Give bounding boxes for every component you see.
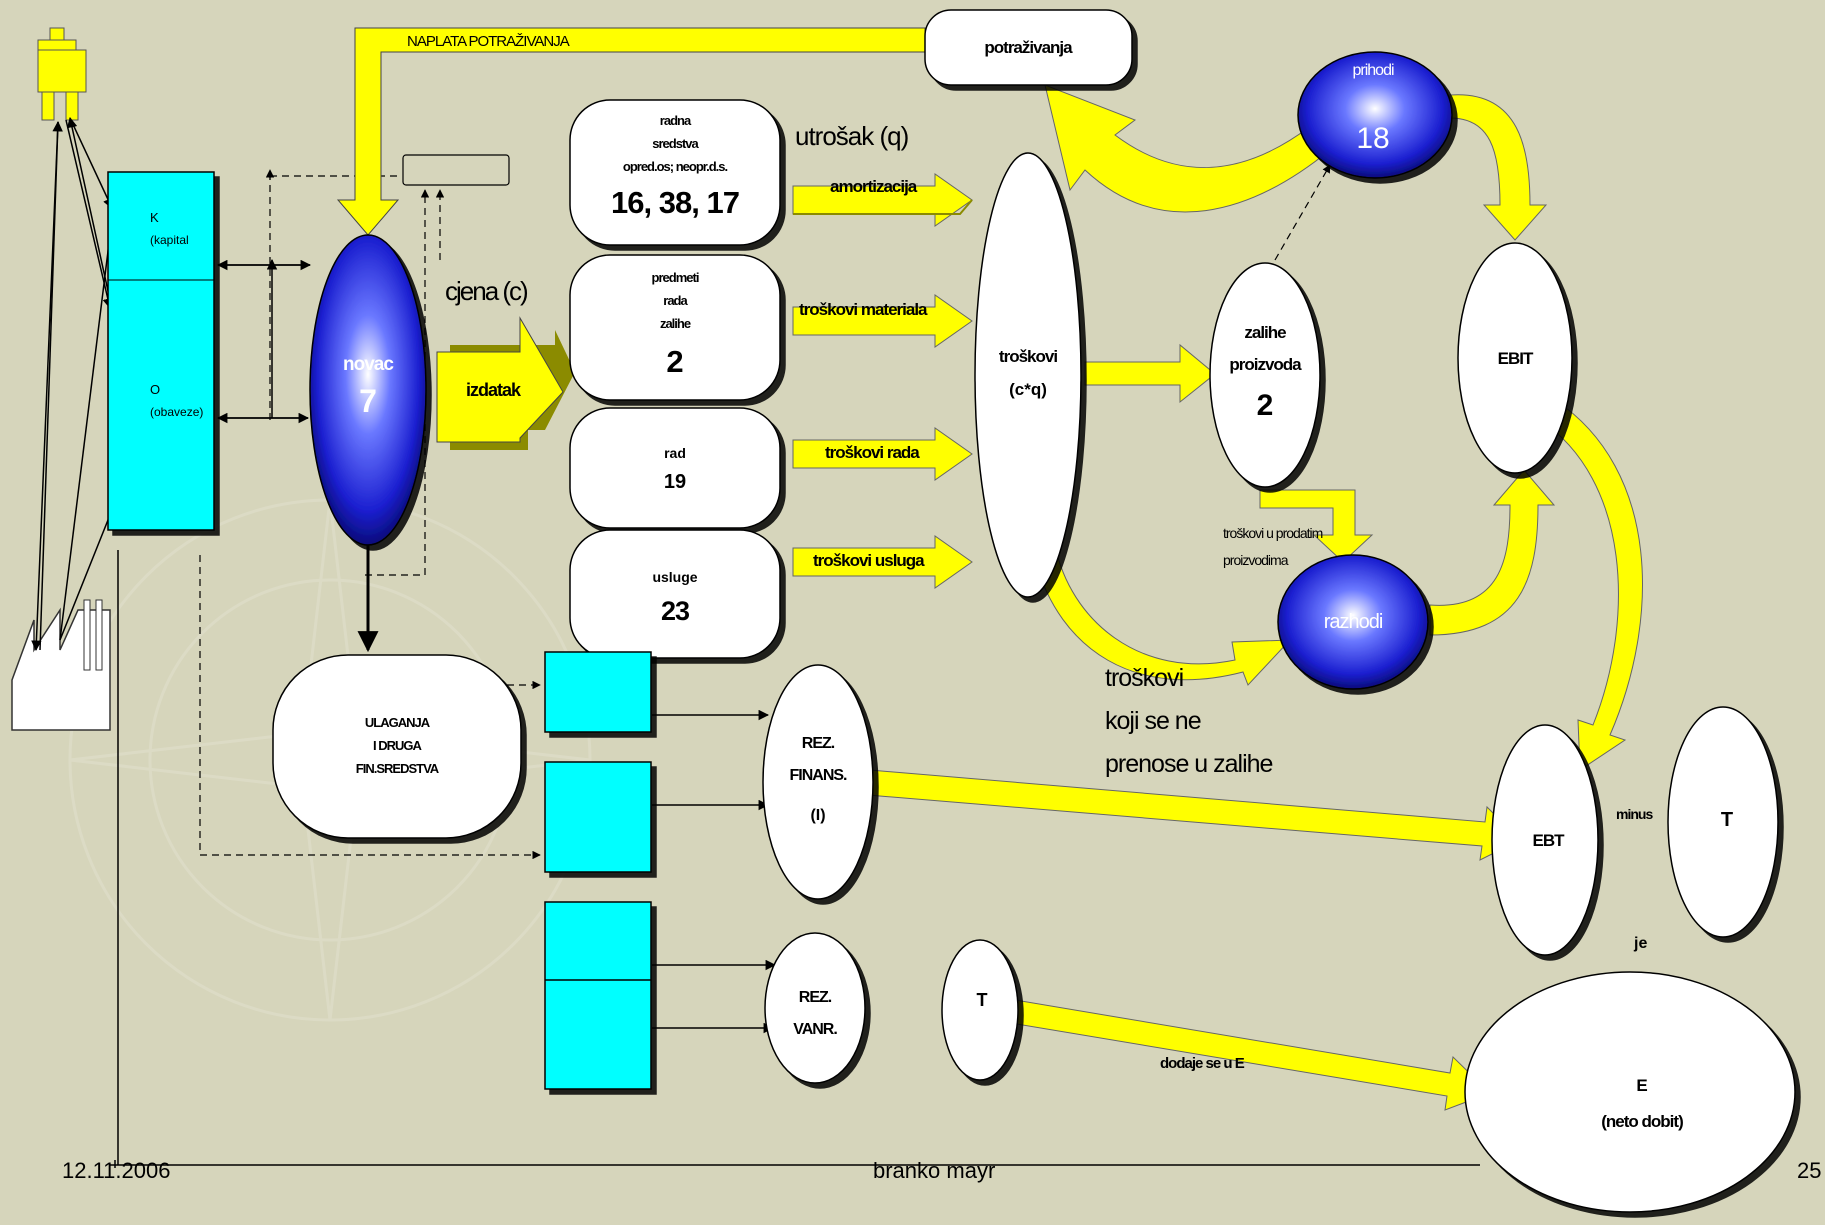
factory-icon: [11, 599, 111, 731]
svg-text:(neto dobit): (neto dobit): [1601, 1112, 1683, 1131]
prihodi-potrazivanja-arrow: [1044, 84, 1331, 213]
ulaganja-box: ULAGANJA I DRUGA FIN.SREDSTVA: [272, 654, 522, 839]
svg-text:REZ.: REZ.: [799, 989, 832, 1006]
troskovi-razhodi-arrow: [1034, 544, 1292, 686]
svg-text:zalihe: zalihe: [660, 316, 691, 331]
svg-text:E: E: [1636, 1076, 1647, 1095]
materiala-label: troškovi materiala: [799, 300, 928, 319]
ebit-ellipse: EBIT: [1457, 242, 1573, 474]
cyan-to-rez-links: [652, 709, 777, 1034]
naplata-arrow: NAPLATA POTRAŽIVANJA: [336, 27, 926, 236]
svg-text:FINANS.: FINANS.: [790, 767, 848, 784]
novac-value: 7: [359, 383, 377, 419]
e-ellipse: E (neto dobit): [1464, 971, 1796, 1213]
svg-text:T: T: [977, 990, 988, 1010]
minus-label: minus: [1616, 806, 1653, 822]
t-small-ellipse: T: [941, 939, 1019, 1081]
potrazivanja-box: potraživanja: [924, 9, 1133, 86]
razhodi-ebit-arrow: [1429, 469, 1556, 636]
footer-author: branko mayr: [873, 1158, 995, 1183]
svg-text:proizvoda: proizvoda: [1229, 355, 1302, 374]
svg-text:T: T: [1721, 809, 1733, 831]
nezalihe-line3: prenose u zalihe: [1105, 750, 1273, 778]
ebit-ebt-arrow: [1539, 399, 1643, 771]
cyan-boxes: [544, 651, 652, 1090]
svg-text:VANR.: VANR.: [793, 1021, 837, 1038]
potrazivanja-label: potraživanja: [984, 38, 1073, 57]
balance-box: K (kapital O (obaveze): [107, 171, 215, 531]
razhodi-ellipse: razhodi: [1277, 554, 1429, 690]
prihodi-value: 18: [1356, 122, 1389, 155]
zalihe-razhodi-arrow: [1259, 489, 1374, 563]
rez-vanr-ellipse: REZ. VANR.: [764, 932, 866, 1084]
novac-label: novac: [343, 354, 394, 375]
balance-novac-links: [216, 258, 312, 424]
rad-value: 19: [664, 471, 686, 493]
novac-ellipse: novac 7: [309, 234, 427, 546]
amortizacija-label: amortizacija: [830, 177, 918, 196]
zalihe-ellipse: zalihe proizvoda 2: [1209, 262, 1321, 488]
small-empty-box: [402, 154, 510, 186]
rez-finans-ellipse: REZ. FINANS. (I): [762, 664, 874, 900]
izdatak-arrow: izdatak: [436, 316, 575, 450]
resource-box-rad: rad 19: [569, 407, 781, 529]
ebt-ellipse: EBT: [1491, 724, 1599, 956]
je-label: je: [1633, 935, 1647, 952]
resource-box-predmeti: predmeti rada zalihe 2: [569, 254, 781, 401]
svg-text:razhodi: razhodi: [1324, 611, 1383, 633]
svg-text:zalihe: zalihe: [1244, 323, 1286, 342]
dodaje-label: dodaje se u E: [1160, 1055, 1245, 1072]
svg-text:EBIT: EBIT: [1498, 349, 1534, 368]
svg-text:FIN.SREDSTVA: FIN.SREDSTVA: [356, 761, 440, 776]
resource-box-usluge: usluge 23: [569, 529, 781, 659]
svg-text:(c*q): (c*q): [1009, 380, 1047, 399]
rada-label: troškovi rada: [825, 443, 920, 462]
predmeti-value: 2: [666, 344, 683, 379]
svg-text:(I): (I): [810, 807, 825, 824]
obaveze-o: O: [150, 382, 160, 397]
resource-box-radna: radna sredstva opred.os; neopr.d.s. 16, …: [569, 99, 781, 246]
svg-text:I DRUGA: I DRUGA: [373, 738, 423, 753]
prihodi-label: prihodi: [1352, 62, 1393, 79]
svg-text:REZ.: REZ.: [802, 735, 835, 752]
svg-text:predmeti: predmeti: [652, 270, 699, 285]
footer-page: 25: [1797, 1158, 1821, 1183]
cost-arrows: [792, 173, 973, 589]
usluga-label: troškovi usluga: [813, 551, 925, 570]
svg-text:ULAGANJA: ULAGANJA: [365, 715, 431, 730]
prihodi-ellipse: prihodi 18: [1297, 51, 1453, 179]
kapital-label: (kapital: [150, 233, 189, 247]
svg-text:sredstva: sredstva: [652, 136, 699, 151]
troskovi-zalihe-arrow: [1084, 343, 1216, 404]
svg-text:troškovi: troškovi: [999, 347, 1057, 366]
obaveze-label: (obaveze): [150, 405, 203, 419]
kapital-k: K: [150, 210, 159, 225]
svg-text:opred.os; neopr.d.s.: opred.os; neopr.d.s.: [623, 159, 728, 174]
utrosak-label: utrošak (q): [795, 121, 909, 151]
svg-text:rada: rada: [663, 293, 688, 308]
cijena-label: cjena (c): [445, 276, 528, 306]
footer-date: 12.11.2006: [62, 1158, 170, 1183]
prihodi-ebit-arrow: [1449, 94, 1548, 241]
left-connectors: [31, 116, 1480, 1168]
svg-text:usluge: usluge: [652, 569, 697, 585]
svg-text:EBT: EBT: [1533, 831, 1566, 850]
radna-value: 16, 38, 17: [611, 185, 739, 220]
troskovi-ellipse: troškovi (c*q): [974, 152, 1082, 598]
nezalihe-line2: koji se ne: [1105, 707, 1201, 735]
svg-text:rad: rad: [664, 445, 686, 461]
izdatak-label: izdatak: [466, 380, 522, 400]
svg-text:radna: radna: [660, 113, 692, 128]
t-ellipse: T: [1667, 706, 1779, 938]
nezalihe-line1: troškovi: [1105, 664, 1183, 692]
zalihe-value: 2: [1257, 389, 1274, 422]
usluge-value: 23: [661, 596, 690, 626]
finans-ebt-arrow: [867, 769, 1521, 861]
t-e-arrow: dodaje se u E: [1010, 999, 1491, 1111]
naplata-label: NAPLATA POTRAŽIVANJA: [407, 33, 570, 50]
prodatim-line2: proizvodima: [1223, 552, 1289, 568]
person-icon: [37, 27, 87, 121]
prodatim-line1: troškovi u prodatim: [1223, 525, 1323, 541]
